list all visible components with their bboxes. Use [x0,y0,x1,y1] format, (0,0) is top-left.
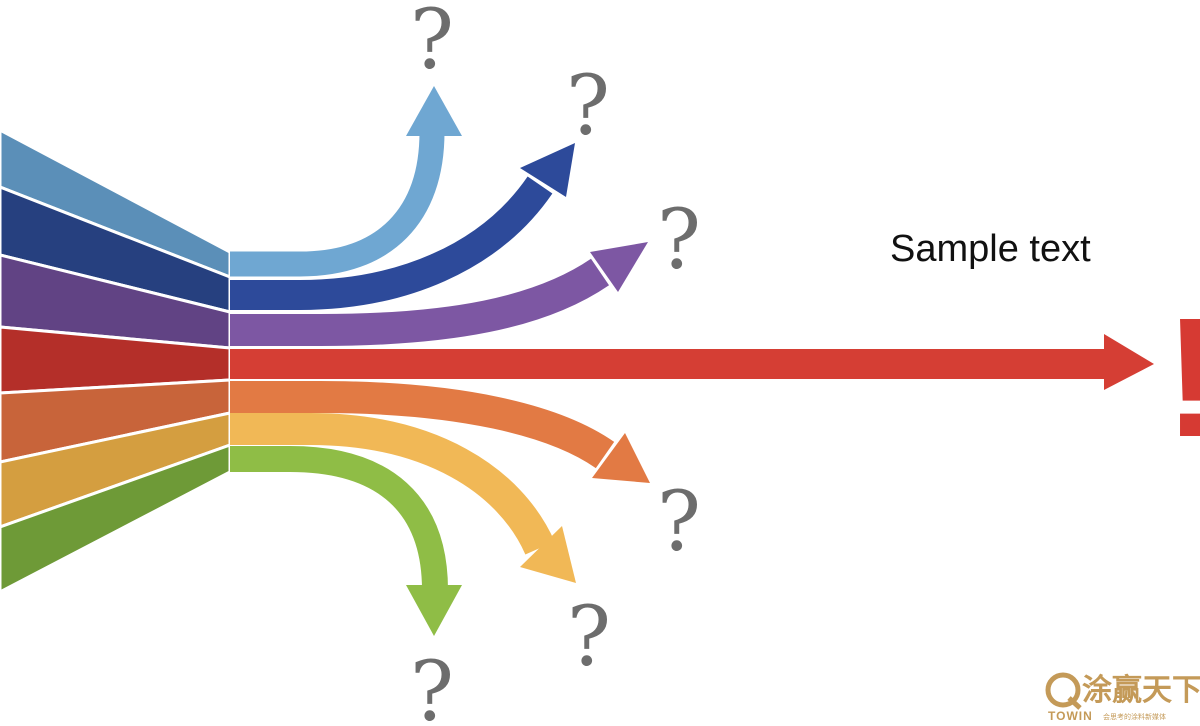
sample-text-label: Sample text [890,228,1091,270]
arrow-dark-blue-head [520,143,575,197]
arrow-yellow-head [520,526,576,583]
question-mark-top: ? [410,0,454,88]
arrow-orange-head [592,433,650,483]
logo-brand-cn: 涂赢天下 [1082,673,1200,708]
arrow-red-head [1104,334,1154,390]
logo-tail-icon [1067,696,1082,710]
logo-circle-icon [1045,672,1081,708]
arrow-purple-shaft [230,258,610,346]
question-mark-mid-right: ? [657,193,701,288]
fan-bands [0,128,232,594]
arrows [230,86,1154,636]
watermark-logo: 涂赢天下 TOWIN 会思考的涂料新媒体 [1045,672,1200,723]
exclamation-mark: ! [1164,283,1200,473]
arrow-light-blue-shaft [230,131,445,277]
arrow-green-head [406,585,462,636]
question-marks: ? ? ? ? ? ? [410,0,701,726]
question-mark-bottom: ? [410,645,454,726]
question-mark-lower-mid: ? [567,590,611,685]
question-mark-lower-right: ? [657,475,701,570]
logo-tagline: 会思考的涂料新媒体 [1103,712,1166,721]
question-mark-upper-right: ? [566,59,610,154]
arrow-green-shaft [230,446,448,591]
arrow-purple-head [590,242,648,292]
arrow-yellow-shaft [230,413,555,555]
logo-brand-en: TOWIN [1048,709,1093,723]
arrow-orange-shaft [230,381,615,469]
arrow-light-blue-head [406,86,462,136]
arrow-dark-blue-shaft [230,176,553,310]
